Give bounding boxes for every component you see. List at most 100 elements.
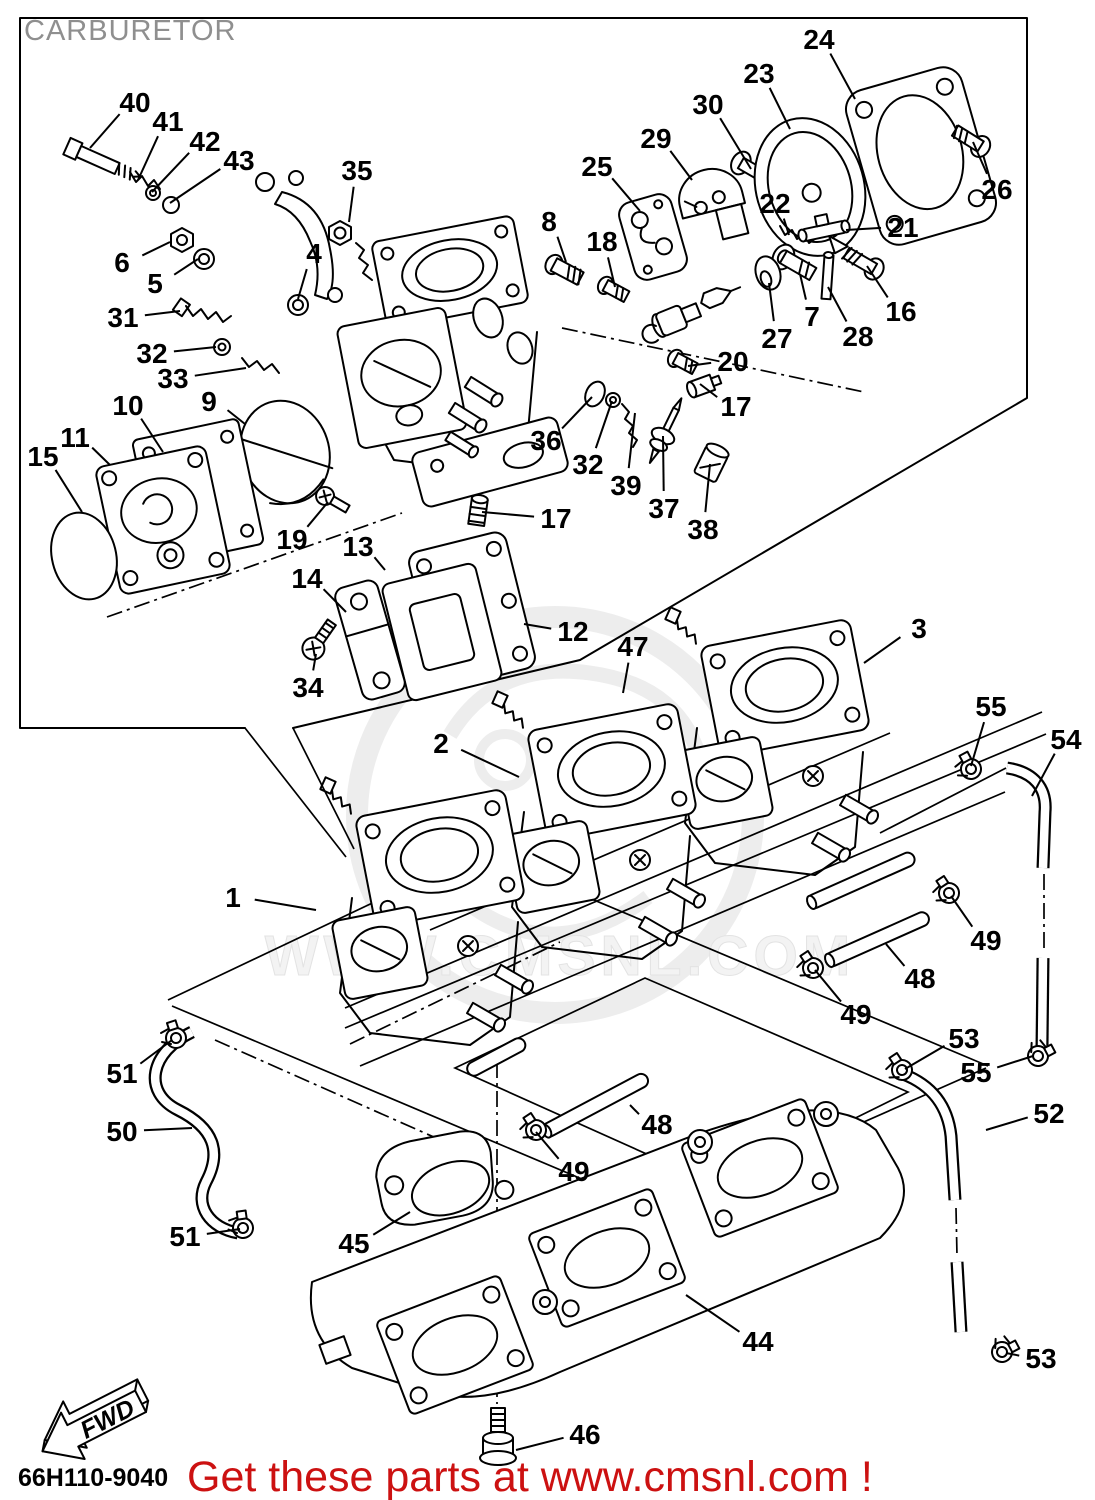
leader-line-17	[699, 383, 718, 398]
part-label-52: 52	[1033, 1098, 1064, 1129]
leader-line-49	[535, 1131, 560, 1160]
part-label-42: 42	[189, 126, 220, 157]
part-label-28: 28	[842, 321, 873, 352]
oring-43	[162, 196, 180, 214]
leader-line-18	[607, 257, 616, 288]
leader-line-52	[985, 1116, 1029, 1131]
part-label-14: 14	[291, 563, 323, 594]
leader-line-13	[373, 556, 386, 571]
leader-line-46	[515, 1436, 564, 1451]
leader-line-16	[866, 265, 889, 298]
footer-link[interactable]: Get these parts at www.cmsnl.com !	[187, 1453, 873, 1500]
needle-valve-20	[700, 286, 742, 310]
washer-32-right	[605, 392, 621, 408]
cover-13	[381, 562, 503, 702]
pump-body-29	[678, 168, 750, 241]
leader-line-47	[622, 662, 630, 694]
leader-line-35	[348, 186, 355, 223]
part-label-31: 31	[107, 302, 138, 333]
screw-16	[841, 246, 885, 281]
part-label-38: 38	[687, 514, 718, 545]
leader-line-43	[169, 168, 221, 204]
part-label-7: 7	[804, 301, 820, 332]
part-label-50: 50	[106, 1116, 137, 1147]
leader-line-31	[144, 310, 181, 317]
part-label-47: 47	[617, 631, 648, 662]
part-label-3: 3	[911, 613, 927, 644]
part-label-44: 44	[742, 1326, 774, 1357]
part-label-11: 11	[60, 422, 90, 453]
leader-line-10	[140, 418, 164, 453]
nut-35	[328, 220, 373, 281]
leader-line-21	[845, 226, 882, 231]
part-label-22: 22	[759, 188, 790, 219]
part-label-21: 21	[887, 212, 918, 243]
part-label-13: 13	[342, 531, 373, 562]
screw-31	[171, 297, 232, 323]
leader-line-22	[782, 218, 790, 236]
pilot-screw-40	[62, 136, 141, 181]
part-label-15: 15	[27, 441, 58, 472]
part-label-19: 19	[276, 524, 307, 555]
clip-ring	[641, 323, 659, 344]
cover-24	[845, 66, 997, 246]
page-title: CARBURETOR	[24, 15, 237, 47]
leader-line-53	[904, 1045, 946, 1070]
spring-33	[241, 357, 280, 374]
fwd-arrow: FWD	[41, 1378, 150, 1460]
part-label-45: 45	[338, 1228, 369, 1259]
leader-line-20	[687, 361, 712, 367]
part-label-9: 9	[201, 386, 217, 417]
leader-line-6	[141, 241, 171, 257]
leader-line-29	[669, 150, 693, 181]
plug-38	[693, 442, 730, 483]
jet-needle-37	[648, 397, 683, 464]
leader-line-41	[137, 135, 159, 181]
leader-line-25	[611, 177, 641, 212]
exploded-detail	[50, 66, 997, 702]
leader-line-30	[719, 117, 752, 170]
spring-39	[621, 403, 638, 448]
leader-line-4	[297, 268, 308, 300]
leader-line-39	[627, 412, 636, 469]
part-label-32: 32	[572, 449, 603, 480]
part-label-40: 40	[119, 87, 150, 118]
part-label-53: 53	[948, 1023, 979, 1054]
leader-line-55	[996, 1055, 1034, 1069]
gasket-25	[618, 193, 688, 281]
part-code: 66H110-9040	[18, 1464, 168, 1492]
part-label-36: 36	[530, 425, 561, 456]
leader-line-40	[89, 113, 121, 149]
spring-41	[129, 171, 161, 190]
part-label-37: 37	[648, 493, 679, 524]
valve-seat-20	[651, 302, 703, 338]
carb-body-detail	[336, 215, 569, 508]
leader-line-7	[799, 273, 807, 300]
part-label-30: 30	[692, 89, 723, 120]
leader-line-2	[460, 748, 520, 778]
washer-42	[145, 185, 161, 201]
leader-line-42	[151, 152, 190, 193]
part-label-32: 32	[136, 338, 167, 369]
part-label-20: 20	[717, 346, 748, 377]
part-label-4: 4	[306, 238, 322, 269]
part-label-8: 8	[541, 206, 557, 237]
part-label-51: 51	[169, 1221, 200, 1252]
part-label-29: 29	[640, 123, 671, 154]
leader-line-51	[206, 1228, 241, 1235]
leader-line-14	[322, 588, 347, 613]
part-label-48: 48	[904, 963, 935, 994]
leader-line-44	[685, 1294, 741, 1333]
leader-line-8	[556, 236, 567, 263]
leader-line-33	[194, 367, 247, 377]
part-label-24: 24	[803, 24, 835, 55]
leader-line-53	[1005, 1352, 1020, 1357]
throttle-lever	[255, 170, 343, 316]
part-label-6: 6	[114, 247, 130, 278]
part-label-1: 1	[225, 882, 241, 913]
leader-line-48	[629, 1104, 640, 1115]
bracket-14	[334, 579, 406, 701]
